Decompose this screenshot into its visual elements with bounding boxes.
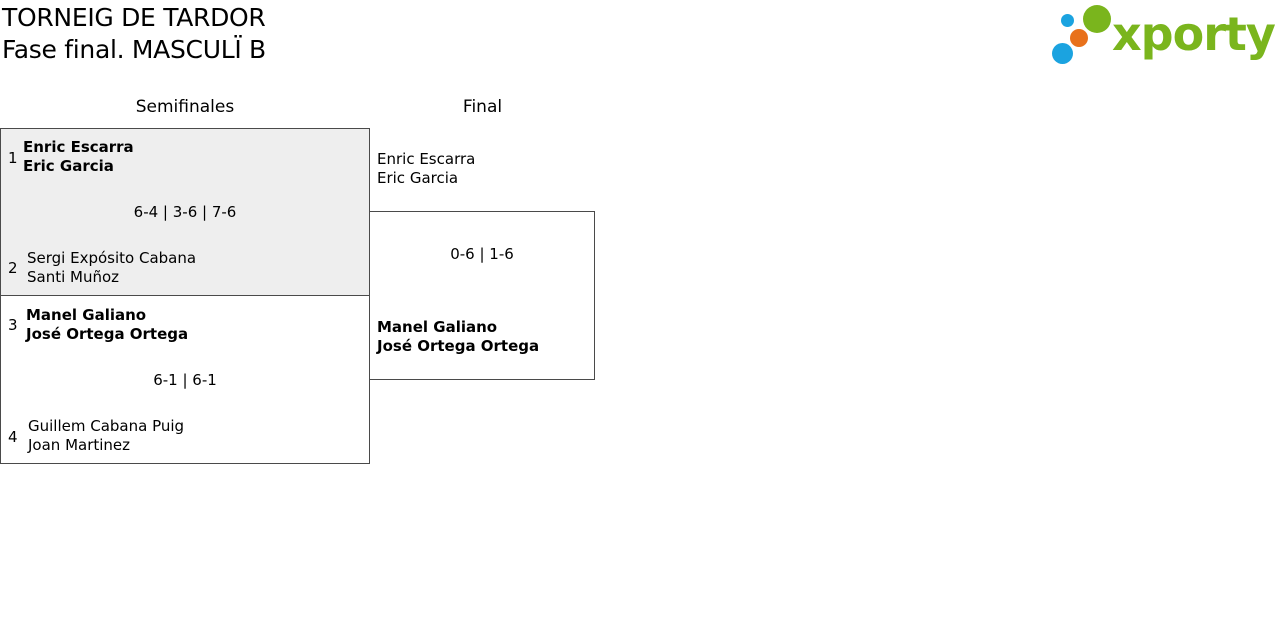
match-score: 0-6 | 1-6 [450, 245, 514, 263]
semifinal-match-1[interactable]: 1 Enric Escarra Eric Garcia 6-4 | 3-6 | … [0, 128, 370, 296]
team-player: Santi Muñoz [27, 268, 120, 286]
team-player: Joan Martinez [28, 436, 131, 454]
match-score: 6-1 | 6-1 [153, 371, 217, 389]
team-player: Manel Galiano [26, 306, 147, 324]
seed-number: 4 [8, 428, 18, 446]
seed-number: 1 [8, 149, 18, 167]
page-header: TORNEIG DE TARDOR Fase final. MASCULÏ B [2, 2, 266, 66]
team-player: José Ortega Ortega [26, 325, 189, 343]
match-score: 6-4 | 3-6 | 7-6 [133, 203, 237, 221]
logo-dot-blue-small [1061, 14, 1074, 27]
final-bottom-player: José Ortega Ortega [377, 337, 540, 355]
logo-dot-orange [1070, 29, 1088, 47]
final-top-player: Eric Garcia [377, 169, 459, 187]
seed-number: 2 [8, 259, 18, 277]
xporty-logo: xporty [1050, 4, 1276, 68]
phase-subtitle: Fase final. MASCULÏ B [2, 35, 266, 64]
round-title-semifinals: Semifinales [135, 97, 235, 117]
team-player: Sergi Expósito Cabana [27, 249, 197, 267]
logo-wordmark: xporty [1112, 7, 1276, 61]
tournament-title: TORNEIG DE TARDOR [2, 3, 266, 32]
team-player: Eric Garcia [23, 157, 114, 175]
final-top-player: Enric Escarra [377, 150, 476, 168]
final-bottom-player: Manel Galiano [377, 318, 498, 336]
semifinal-match-2[interactable]: 3 Manel Galiano José Ortega Ortega 6-1 |… [0, 295, 370, 464]
team-player: Enric Escarra [23, 138, 134, 156]
logo-dot-blue-large [1052, 43, 1073, 64]
final-match[interactable]: 0-6 | 1-6 Manel Galiano José Ortega Orte… [369, 211, 595, 380]
team-player: Guillem Cabana Puig [28, 417, 185, 435]
logo-dot-green-large [1083, 5, 1111, 33]
round-title-final: Final [462, 97, 503, 117]
seed-number: 3 [8, 316, 18, 334]
